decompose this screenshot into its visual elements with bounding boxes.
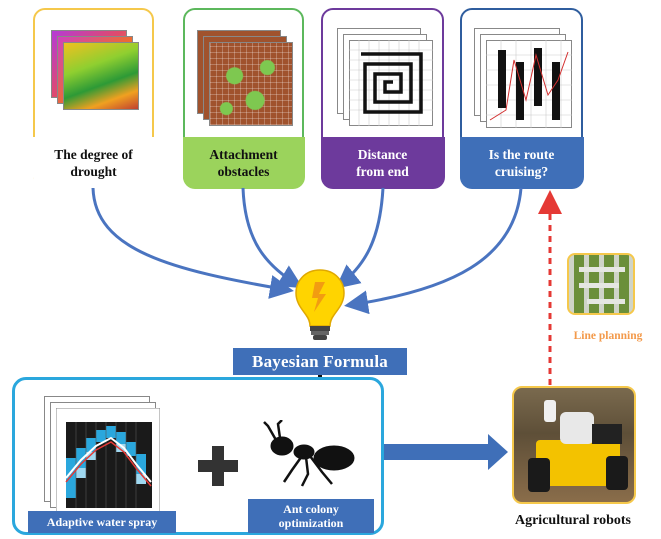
lightbulb-icon xyxy=(295,269,345,340)
water-spray-heatmap xyxy=(56,408,160,512)
route-grid-stack xyxy=(470,24,578,128)
arrow-box-to-robot xyxy=(384,434,508,470)
maze-photo xyxy=(567,253,635,315)
water-spray-chart-stack xyxy=(40,392,170,512)
adaptive-water-spray-label: Adaptive water spray xyxy=(28,511,176,533)
spiral-path-plot xyxy=(349,40,433,126)
plus-icon xyxy=(198,446,238,486)
card-drought: The degree of drought xyxy=(32,8,155,189)
agricultural-robots-label: Agricultural robots xyxy=(514,513,631,528)
ant-colony-label: Ant colony optimization xyxy=(248,499,374,533)
card-route-caption: Is the route cruising? xyxy=(459,136,584,189)
robot-photo xyxy=(512,386,636,504)
spiral-grid-stack xyxy=(331,24,439,126)
arrow-drought-to-bulb xyxy=(91,187,294,299)
bayesian-formula-label: Bayesian Formula xyxy=(233,348,407,375)
line-planning-label: Line planning xyxy=(573,330,643,342)
obstacle-grid-stack xyxy=(193,26,298,126)
arrow-route-to-bulb xyxy=(344,187,523,315)
ant-icon xyxy=(263,420,355,487)
thermal-image-stack xyxy=(43,24,143,114)
card-route: Is the route cruising? xyxy=(459,8,584,189)
card-drought-caption: The degree of drought xyxy=(32,136,155,189)
card-obstacles: Attachment obstacles xyxy=(182,8,305,189)
card-obstacles-caption: Attachment obstacles xyxy=(182,136,305,189)
card-distance: Distance from end xyxy=(320,8,445,189)
arrow-obstacles-to-bulb xyxy=(241,187,304,289)
route-plot xyxy=(486,40,572,128)
card-distance-caption: Distance from end xyxy=(320,136,445,189)
